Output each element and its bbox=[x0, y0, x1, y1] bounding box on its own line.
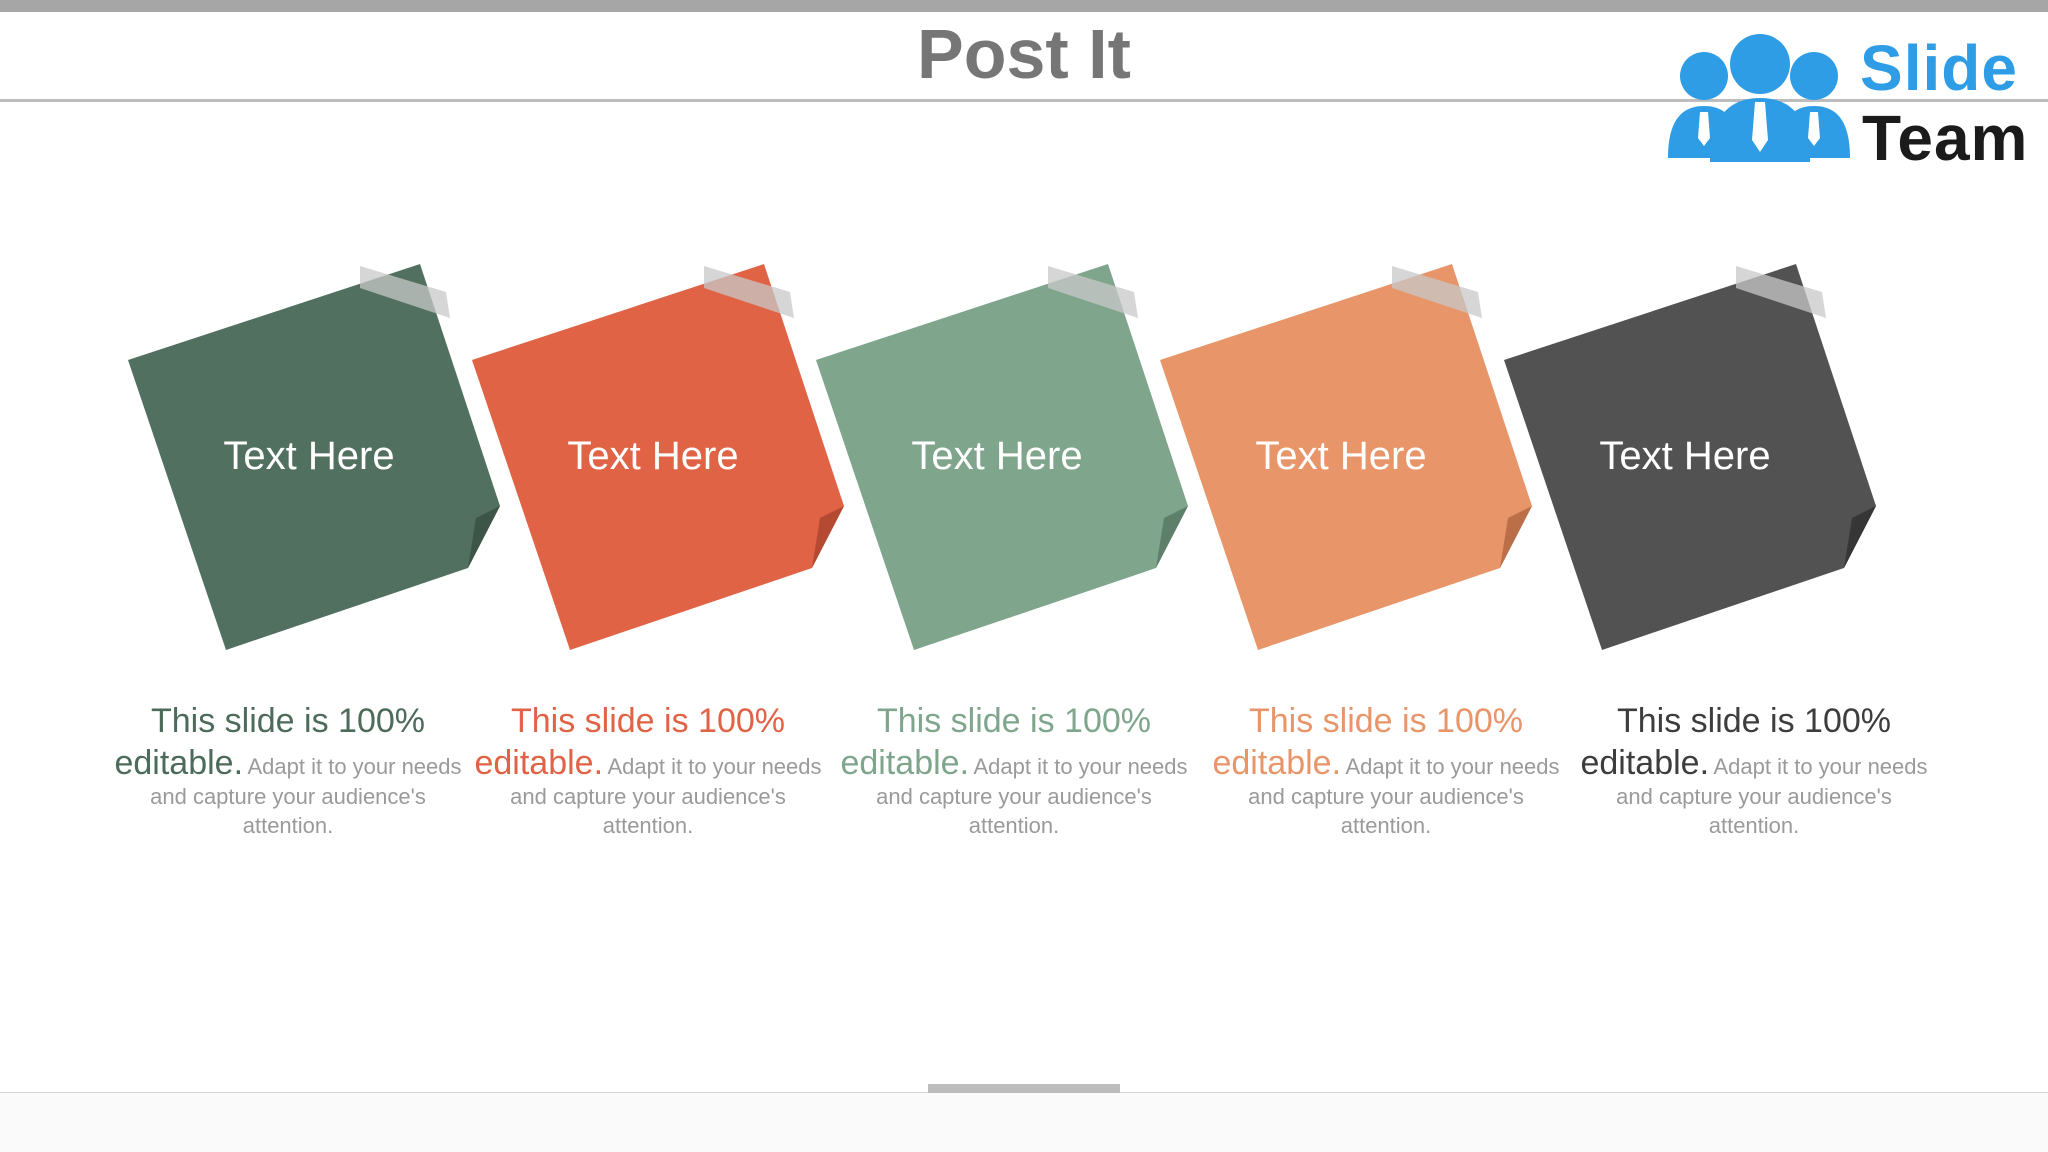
post-it-note-2[interactable]: Text Here bbox=[468, 262, 848, 652]
post-it-shape bbox=[1160, 264, 1532, 650]
slide-title: Post It bbox=[917, 15, 1131, 93]
tape-strip bbox=[1736, 266, 1826, 318]
post-it-note-3[interactable]: Text Here bbox=[812, 262, 1192, 652]
note-label: Text Here bbox=[1599, 434, 1771, 478]
post-it-shape bbox=[1504, 264, 1876, 650]
post-it-shape bbox=[472, 264, 844, 650]
caption-lead: This slide is 100% editable. bbox=[474, 702, 785, 782]
caption-body: Adapt it to your needs and capture your … bbox=[1616, 754, 1928, 838]
caption-body: Adapt it to your needs and capture your … bbox=[510, 754, 822, 838]
caption-lead: This slide is 100% editable. bbox=[840, 702, 1151, 782]
post-it-shape bbox=[128, 264, 500, 650]
logo-word-slide: Slide bbox=[1860, 32, 2018, 104]
caption-lead: This slide is 100% editable. bbox=[1212, 702, 1523, 782]
post-it-shape bbox=[816, 264, 1188, 650]
tape-strip bbox=[1048, 266, 1138, 318]
caption-3: This slide is 100% editable. Adapt it to… bbox=[834, 700, 1194, 842]
caption-body: Adapt it to your needs and capture your … bbox=[1248, 754, 1560, 838]
footer-band bbox=[0, 1093, 2048, 1152]
caption-body: Adapt it to your needs and capture your … bbox=[876, 754, 1188, 838]
caption-2: This slide is 100% editable. Adapt it to… bbox=[468, 700, 828, 842]
tape-strip bbox=[360, 266, 450, 318]
footer-tab bbox=[928, 1084, 1120, 1093]
caption-body: Adapt it to your needs and capture your … bbox=[150, 754, 462, 838]
post-it-note-4[interactable]: Text Here bbox=[1156, 262, 1536, 652]
note-label: Text Here bbox=[223, 434, 395, 478]
caption-1: This slide is 100% editable. Adapt it to… bbox=[108, 700, 468, 842]
note-label: Text Here bbox=[911, 434, 1083, 478]
caption-4: This slide is 100% editable. Adapt it to… bbox=[1206, 700, 1566, 842]
note-label: Text Here bbox=[567, 434, 739, 478]
tape-strip bbox=[704, 266, 794, 318]
post-it-note-5[interactable]: Text Here bbox=[1500, 262, 1880, 652]
note-label: Text Here bbox=[1255, 434, 1427, 478]
slideteam-logo: Slide Team bbox=[1660, 28, 2030, 174]
title-divider bbox=[0, 99, 2048, 102]
caption-lead: This slide is 100% editable. bbox=[114, 702, 425, 782]
caption-lead: This slide is 100% editable. bbox=[1580, 702, 1891, 782]
post-it-note-1[interactable]: Text Here bbox=[124, 262, 504, 652]
caption-5: This slide is 100% editable. Adapt it to… bbox=[1574, 700, 1934, 842]
tape-strip bbox=[1392, 266, 1482, 318]
top-accent-bar bbox=[0, 0, 2048, 12]
logo-word-team: Team bbox=[1862, 102, 2029, 174]
people-group-icon bbox=[1668, 34, 1850, 162]
